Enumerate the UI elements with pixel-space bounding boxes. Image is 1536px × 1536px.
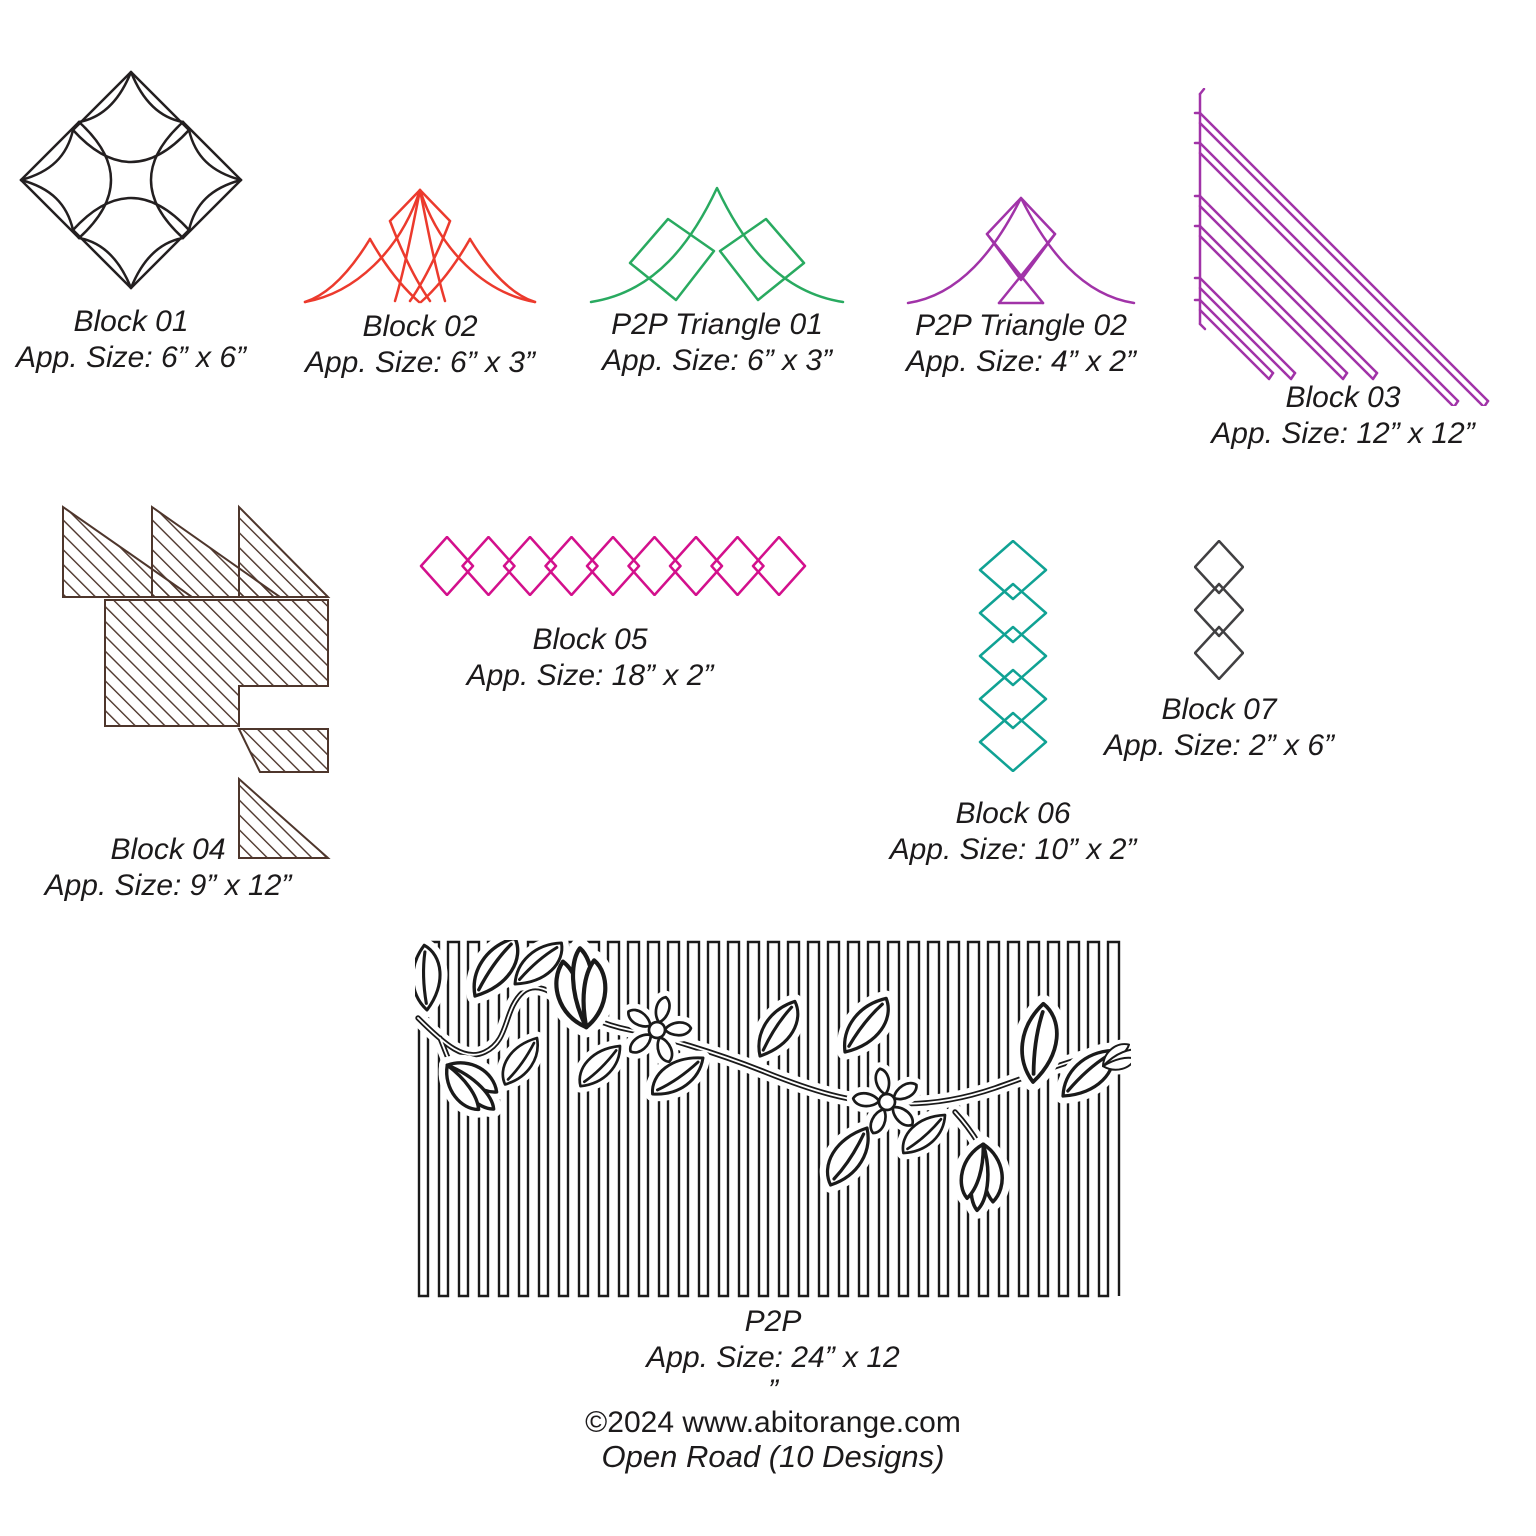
design-block-01: Block 01 App. Size: 6” x 6”: [15, 66, 247, 374]
collection-title: Open Road (10 Designs): [601, 1439, 945, 1474]
design-title: Block 02: [362, 310, 478, 343]
copyright-text: ©2024 www.abitorange.com: [585, 1406, 961, 1439]
design-caption: Block 04 App. Size: 9” x 12”: [45, 832, 292, 904]
design-caption: Block 01 App. Size: 6” x 6”: [16, 304, 246, 376]
block-05-pattern-graphic: [419, 536, 807, 596]
block-07-pattern-graphic: [1194, 540, 1244, 680]
design-p2p: P2P App. Size: 24” x 12 ” ©2024 www.abit…: [415, 940, 1131, 1474]
design-size-label: App. Size: 12” x 12”: [1211, 417, 1475, 450]
vertical-stripes: [417, 940, 1121, 1298]
design-title: Block 04: [110, 833, 226, 866]
design-block-04: Block 04 App. Size: 9” x 12”: [45, 503, 332, 902]
design-size-label: App. Size: 10” x 2”: [889, 833, 1137, 866]
design-caption: Block 06 App. Size: 10” x 2”: [890, 796, 1137, 868]
p2p-triangle-02-pattern-graphic: [906, 196, 1136, 305]
design-caption: P2P Triangle 01 App. Size: 6” x 3”: [602, 307, 832, 379]
design-title: P2P Triangle 01: [611, 308, 823, 341]
design-title: P2P Triangle 02: [915, 309, 1127, 342]
design-size-label: App. Size: 2” x 6”: [1103, 729, 1335, 762]
design-caption: Block 03 App. Size: 12” x 12”: [1211, 380, 1474, 452]
design-size-label: App. Size: 9” x 12”: [44, 869, 292, 902]
design-title: Block 06: [955, 797, 1071, 830]
block-03-pattern-graphic: [1193, 88, 1490, 406]
design-title: Block 05: [532, 623, 648, 656]
design-size-label-wrap: ”: [768, 1374, 778, 1407]
design-size-label: App. Size: 18” x 2”: [466, 659, 714, 692]
design-p2p-triangle-01: P2P Triangle 01 App. Size: 6” x 3”: [586, 179, 848, 377]
design-caption: P2P Triangle 02 App. Size: 4” x 2”: [906, 308, 1136, 380]
block-01-pattern-graphic: [19, 70, 243, 290]
design-size-label: App. Size: 24” x 12: [646, 1341, 900, 1374]
design-caption: Block 05 App. Size: 18” x 2”: [467, 622, 714, 694]
design-p2p-triangle-02: P2P Triangle 02 App. Size: 4” x 2”: [903, 192, 1139, 378]
p2p-pattern-graphic: [415, 940, 1131, 1298]
design-size-label: App. Size: 6” x 6”: [15, 341, 247, 374]
design-block-06: Block 06 App. Size: 10” x 2”: [890, 540, 1136, 866]
design-size-label: App. Size: 6” x 3”: [601, 344, 833, 377]
design-caption: Block 07 App. Size: 2” x 6”: [1104, 692, 1334, 764]
design-title: Block 01: [73, 305, 189, 338]
design-size-label: App. Size: 4” x 2”: [905, 345, 1137, 378]
p2p-triangle-01-pattern-graphic: [589, 186, 845, 304]
design-title: P2P: [744, 1305, 802, 1338]
design-block-03: Block 03 App. Size: 12” x 12”: [1190, 88, 1496, 450]
design-title: Block 03: [1285, 381, 1401, 414]
design-caption: Block 02 App. Size: 6” x 3”: [305, 309, 535, 381]
design-block-07: Block 07 App. Size: 2” x 6”: [1104, 540, 1334, 762]
design-block-02: Block 02 App. Size: 6” x 3”: [300, 183, 540, 379]
block-04-pattern-graphic: [62, 504, 331, 859]
design-block-05: Block 05 App. Size: 18” x 2”: [418, 536, 808, 692]
block-02-pattern-graphic: [303, 188, 537, 304]
design-title: Block 07: [1161, 693, 1277, 726]
design-caption: P2P App. Size: 24” x 12 ” ©2024 www.abit…: [585, 1304, 961, 1474]
block-06-pattern-graphic: [978, 540, 1048, 772]
design-size-label: App. Size: 6” x 3”: [304, 346, 536, 379]
